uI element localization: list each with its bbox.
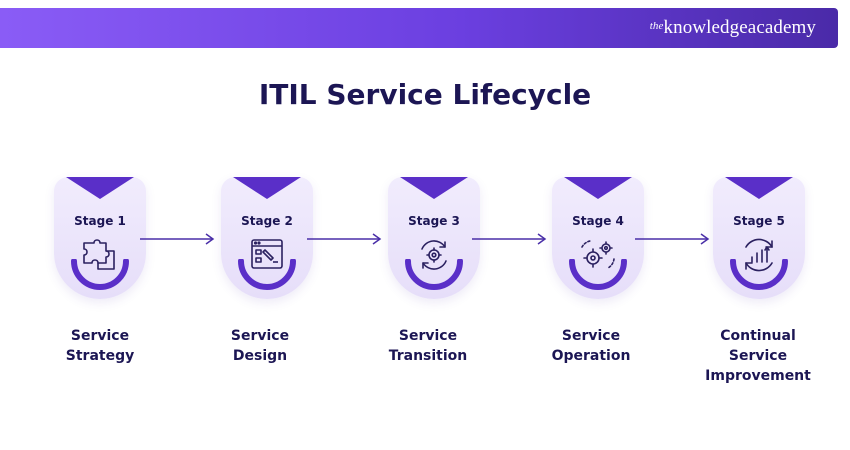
stage-notch [66,177,134,199]
brand-name: knowledgeacademy [663,17,816,38]
stage-card-4: Stage 4 [552,177,644,299]
stage-label: Stage 1 [74,214,126,228]
page-title: ITIL Service Lifecycle [258,78,592,111]
stage-label: Stage 5 [733,214,785,228]
gears-icon [581,240,615,269]
stage-card-5: Stage 5 [713,177,805,299]
growth-chart-icon [745,238,773,272]
stage-name-2: Service Design [190,326,330,366]
stage-card-3: Stage 3 [388,177,480,299]
stage-label: Stage 2 [241,214,293,228]
arrow-right-icon [635,233,710,245]
stage-name-line: Improvement [705,368,811,384]
stage-notch [725,177,793,199]
stage-notch [564,177,632,199]
stage-arc [238,259,296,290]
stage-arc [569,259,627,290]
top-banner: theknowledgeacademy [0,8,838,48]
stage-label: Stage 4 [572,214,624,228]
stage-name-line: Service [398,328,458,344]
stage-name-line: Strategy [65,348,135,364]
puzzle-icon [83,239,115,270]
arrow-right-icon [472,233,547,245]
stage-name-line: Operation [551,348,631,364]
stage-card-2: Stage 2 [221,177,313,299]
stage-name-4: Service Operation [521,326,661,366]
stage-arc [730,259,788,290]
stage-name-line: Service [70,328,130,344]
stage-card-1: Stage 1 [54,177,146,299]
stage-name-line: Service [561,328,621,344]
design-board-icon [251,239,283,269]
stage-notch [233,177,301,199]
stage-name-3: Service Transition [358,326,498,366]
stage-name-line: Continual [720,328,796,344]
brand-logo: theknowledgeacademy [650,17,816,39]
stage-name-5: Continual Service Improvement [688,326,828,386]
stage-name-line: Service [728,348,788,364]
arrow-right-icon [307,233,382,245]
stage-label: Stage 3 [408,214,460,228]
stage-name-1: Service Strategy [30,326,170,366]
stage-arc [405,259,463,290]
stage-name-line: Design [232,348,288,364]
cycle-gear-icon [421,240,447,270]
stage-name-line: Transition [388,348,468,364]
brand-prefix: the [649,20,664,32]
stage-arc [71,259,129,290]
stage-notch [400,177,468,199]
stage-name-line: Service [230,328,290,344]
arrow-right-icon [140,233,215,245]
